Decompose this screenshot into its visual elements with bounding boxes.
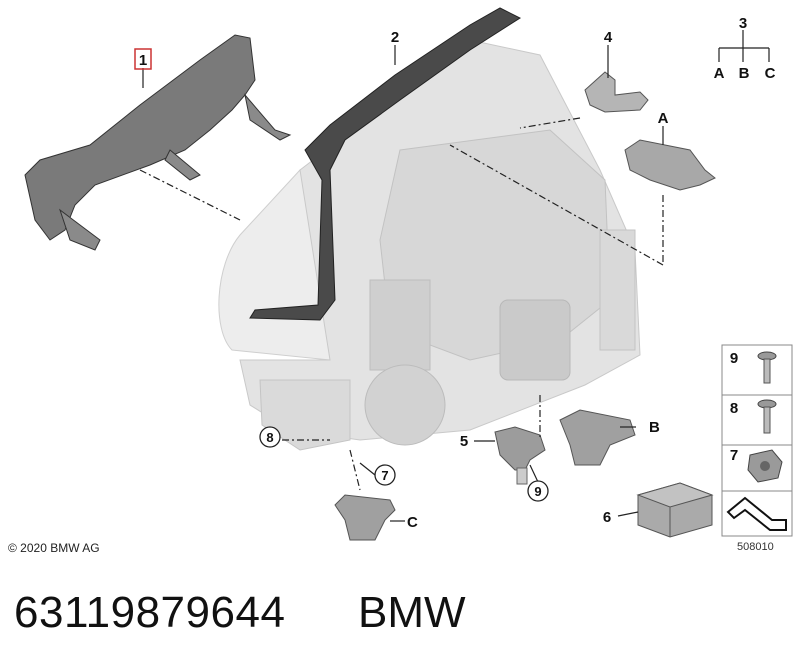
leader-lines <box>139 30 770 522</box>
copyright-text: © 2020 BMW AG <box>8 541 100 555</box>
brand-name: BMW <box>358 588 466 637</box>
callout-7: 7 <box>381 468 388 483</box>
part-1-bracket <box>24 34 292 251</box>
screw-8-icon <box>757 399 777 434</box>
callout-3-b: B <box>739 65 750 82</box>
callout-4: 4 <box>604 29 613 46</box>
callout-3-a: A <box>714 65 725 82</box>
callout-c: C <box>407 514 418 531</box>
part-6-box <box>636 482 714 538</box>
callout-6: 6 <box>603 509 611 526</box>
fastener-legend: 9 8 7 <box>721 344 793 537</box>
callout-3: 3 <box>739 15 747 32</box>
callout-2: 2 <box>391 29 399 46</box>
strip-shape-icon <box>726 496 787 531</box>
callout-8: 8 <box>266 430 273 445</box>
callout-1: 1 <box>139 52 147 69</box>
part-1-highlight-box <box>134 48 152 70</box>
part-4-bracket <box>584 71 649 113</box>
callout-3-c: C <box>765 65 776 82</box>
callout-a: A <box>658 110 669 127</box>
screw-9-icon <box>757 351 777 384</box>
part-c-repair-bracket <box>334 494 396 541</box>
legend-9: 9 <box>730 350 738 367</box>
part-b-repair-bracket <box>559 409 636 466</box>
part-2-seal <box>249 7 522 321</box>
part-number: 63119879644 <box>14 588 286 637</box>
callout-5: 5 <box>460 433 468 450</box>
part-a-repair-bracket <box>624 139 716 191</box>
legend-7: 7 <box>730 447 738 464</box>
clip-nut-7-icon <box>747 449 783 483</box>
callout-7-circle: 7 <box>374 464 396 486</box>
diagram-number: 508010 <box>737 541 774 553</box>
callout-9: 9 <box>534 484 541 499</box>
headlight-housing <box>218 39 641 451</box>
legend-8: 8 <box>730 400 738 417</box>
callout-9-circle: 9 <box>527 480 549 502</box>
callout-8-circle: 8 <box>259 426 281 448</box>
part-5-bracket <box>494 426 546 485</box>
callout-b: B <box>649 419 660 436</box>
parts-diagram: 1 2 3 A B C 4 A B 5 C 6 8 7 9 9 8 7 <box>24 7 793 541</box>
